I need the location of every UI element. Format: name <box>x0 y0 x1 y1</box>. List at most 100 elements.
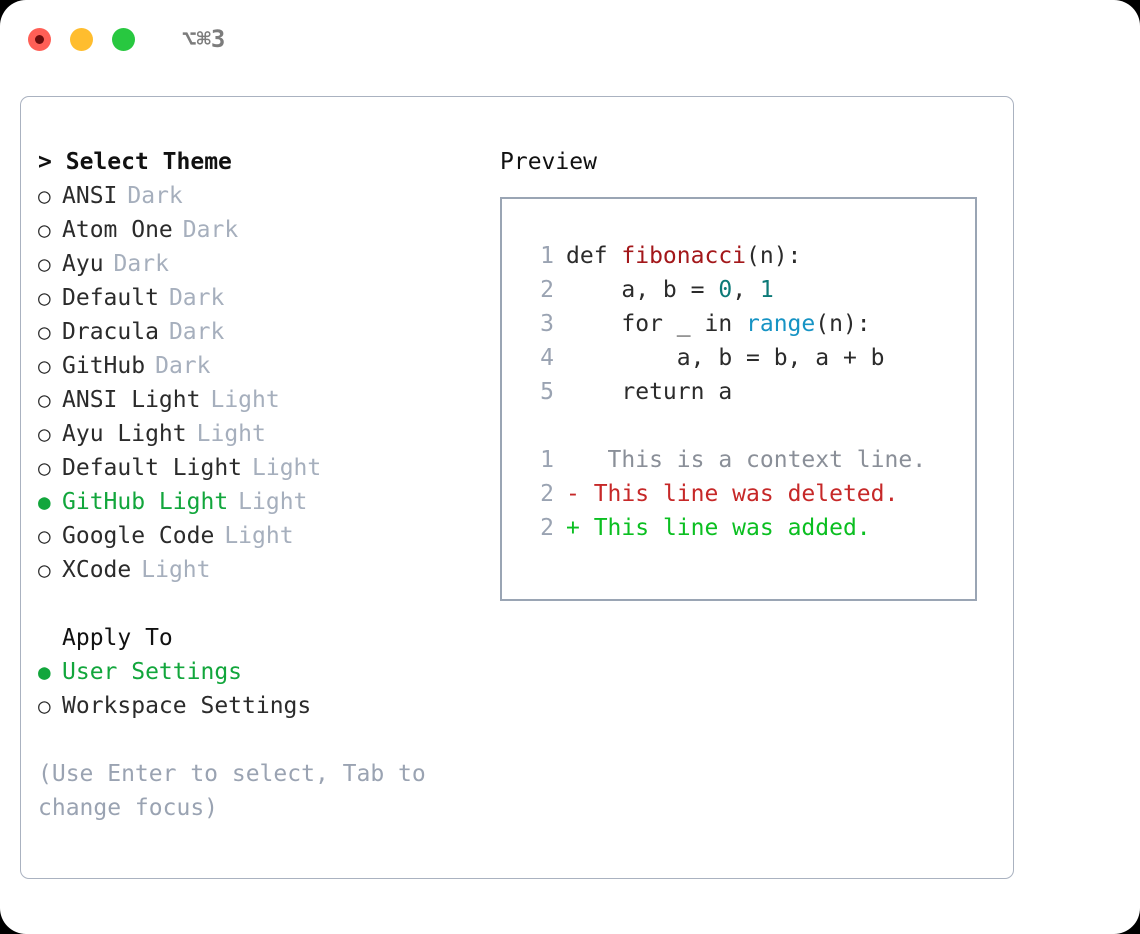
apply-to-option-user-settings[interactable]: ● User Settings <box>38 655 498 689</box>
theme-option-default[interactable]: ○ Default Dark <box>38 281 498 315</box>
theme-option-label: ANSI Light <box>62 387 201 413</box>
radio-unselected-icon: ○ <box>38 218 51 242</box>
theme-variant-tag: Dark <box>182 217 239 243</box>
code-token: def <box>566 243 622 269</box>
line-number: 2 <box>540 277 554 303</box>
diff-marker <box>566 443 580 477</box>
diff-marker: + <box>566 515 580 541</box>
theme-option-ayu-light[interactable]: ○ Ayu Light Light <box>38 417 498 451</box>
apply-to-option-workspace-settings[interactable]: ○ Workspace Settings <box>38 689 498 723</box>
theme-option-atom-one[interactable]: ○ Atom One Dark <box>38 213 498 247</box>
theme-variant-tag: Light <box>252 455 322 481</box>
code-token: fibonacci <box>621 243 747 269</box>
radio-unselected-icon: ○ <box>38 354 51 378</box>
theme-option-label: ANSI <box>62 183 118 209</box>
code-line: 3 for _ in range(n): <box>520 307 975 341</box>
theme-variant-tag: Light <box>196 421 266 447</box>
theme-option-label: Default Light <box>62 455 243 481</box>
code-line: 5 return a <box>520 375 975 409</box>
theme-variant-tag: Light <box>141 557 211 583</box>
diff-text: This is a context line. <box>579 447 927 473</box>
code-line: 4 a, b = b, a + b <box>520 341 975 375</box>
code-token: (n): <box>746 243 802 269</box>
theme-option-label: Ayu Light <box>62 421 187 447</box>
code-diff-spacer <box>520 409 975 443</box>
theme-option-label: GitHub Light <box>62 489 229 515</box>
radio-unselected-icon: ○ <box>38 456 51 480</box>
title-bar: ⌥⌘3 <box>0 0 1140 78</box>
radio-unselected-icon: ○ <box>38 184 51 208</box>
diff-text: This line was deleted. <box>579 481 899 507</box>
theme-option-default-light[interactable]: ○ Default Light Light <box>38 451 498 485</box>
radio-unselected-icon: ○ <box>38 694 51 718</box>
theme-option-label: Atom One <box>62 217 173 243</box>
apply-to-option-label: User Settings <box>62 659 243 685</box>
code-token: return a <box>566 379 733 405</box>
radio-selected-icon: ● <box>38 660 51 684</box>
line-number: 2 <box>540 481 554 507</box>
code-line-content: return a <box>566 375 732 409</box>
theme-variant-tag: Dark <box>113 251 169 277</box>
code-token: a, b = <box>566 277 719 303</box>
prompt-caret: > <box>38 149 52 175</box>
line-number: 1 <box>540 243 554 269</box>
theme-option-github-light[interactable]: ● GitHub Light Light <box>38 485 498 519</box>
code-token: 1 <box>759 277 774 303</box>
line-number: 2 <box>540 515 554 541</box>
code-line-content: def fibonacci(n): <box>566 239 801 273</box>
apply-to-option-label: Workspace Settings <box>62 693 312 719</box>
diff-marker: - <box>566 481 580 507</box>
maximize-button[interactable] <box>112 27 135 51</box>
radio-unselected-icon: ○ <box>38 320 51 344</box>
line-number: 1 <box>540 447 554 473</box>
radio-unselected-icon: ○ <box>38 286 51 310</box>
line-number: 4 <box>540 345 554 371</box>
apply-to-section: Apply To ● User Settings ○ Workspace Settin… <box>38 621 498 723</box>
diff-line-ctx: 1 This is a context line. <box>520 443 975 477</box>
theme-variant-tag: Dark <box>168 319 225 345</box>
code-token: for _ in <box>566 311 747 337</box>
radio-unselected-icon: ○ <box>38 422 51 446</box>
diff-text: This line was added. <box>579 515 871 541</box>
code-token: , <box>732 277 760 303</box>
theme-option-label: Default <box>62 285 159 311</box>
code-token: a, b = b, a + b <box>566 345 885 371</box>
radio-unselected-icon: ○ <box>38 524 51 548</box>
radio-selected-icon: ● <box>38 490 51 514</box>
apply-to-heading: Apply To <box>62 625 173 651</box>
theme-variant-tag: Dark <box>168 285 225 311</box>
select-theme-title: Select Theme <box>65 149 232 175</box>
keyboard-shortcut-label: ⌥⌘3 <box>182 25 226 53</box>
radio-unselected-icon: ○ <box>38 252 51 276</box>
theme-option-label: XCode <box>62 557 132 583</box>
keyboard-hint-text: (Use Enter to select, Tab to change focu… <box>38 761 440 821</box>
diff-sample: 1 This is a context line. 2- This line wa… <box>520 443 975 545</box>
select-theme-heading: > Select Theme <box>38 145 498 179</box>
theme-variant-tag: Dark <box>155 353 211 379</box>
code-line: 2 a, b = 0, 1 <box>520 273 975 307</box>
apply-to-option-list[interactable]: ● User Settings ○ Workspace Settings <box>38 655 498 723</box>
preview-heading: Preview <box>500 149 597 175</box>
minimize-button[interactable] <box>70 27 93 51</box>
code-token: (n): <box>815 311 871 337</box>
line-number: 3 <box>540 311 554 337</box>
theme-variant-tag: Light <box>238 489 308 515</box>
close-button[interactable] <box>28 27 51 51</box>
radio-unselected-icon: ○ <box>38 388 51 412</box>
code-line: 1 def fibonacci(n): <box>520 239 975 273</box>
line-number: 5 <box>540 379 554 405</box>
